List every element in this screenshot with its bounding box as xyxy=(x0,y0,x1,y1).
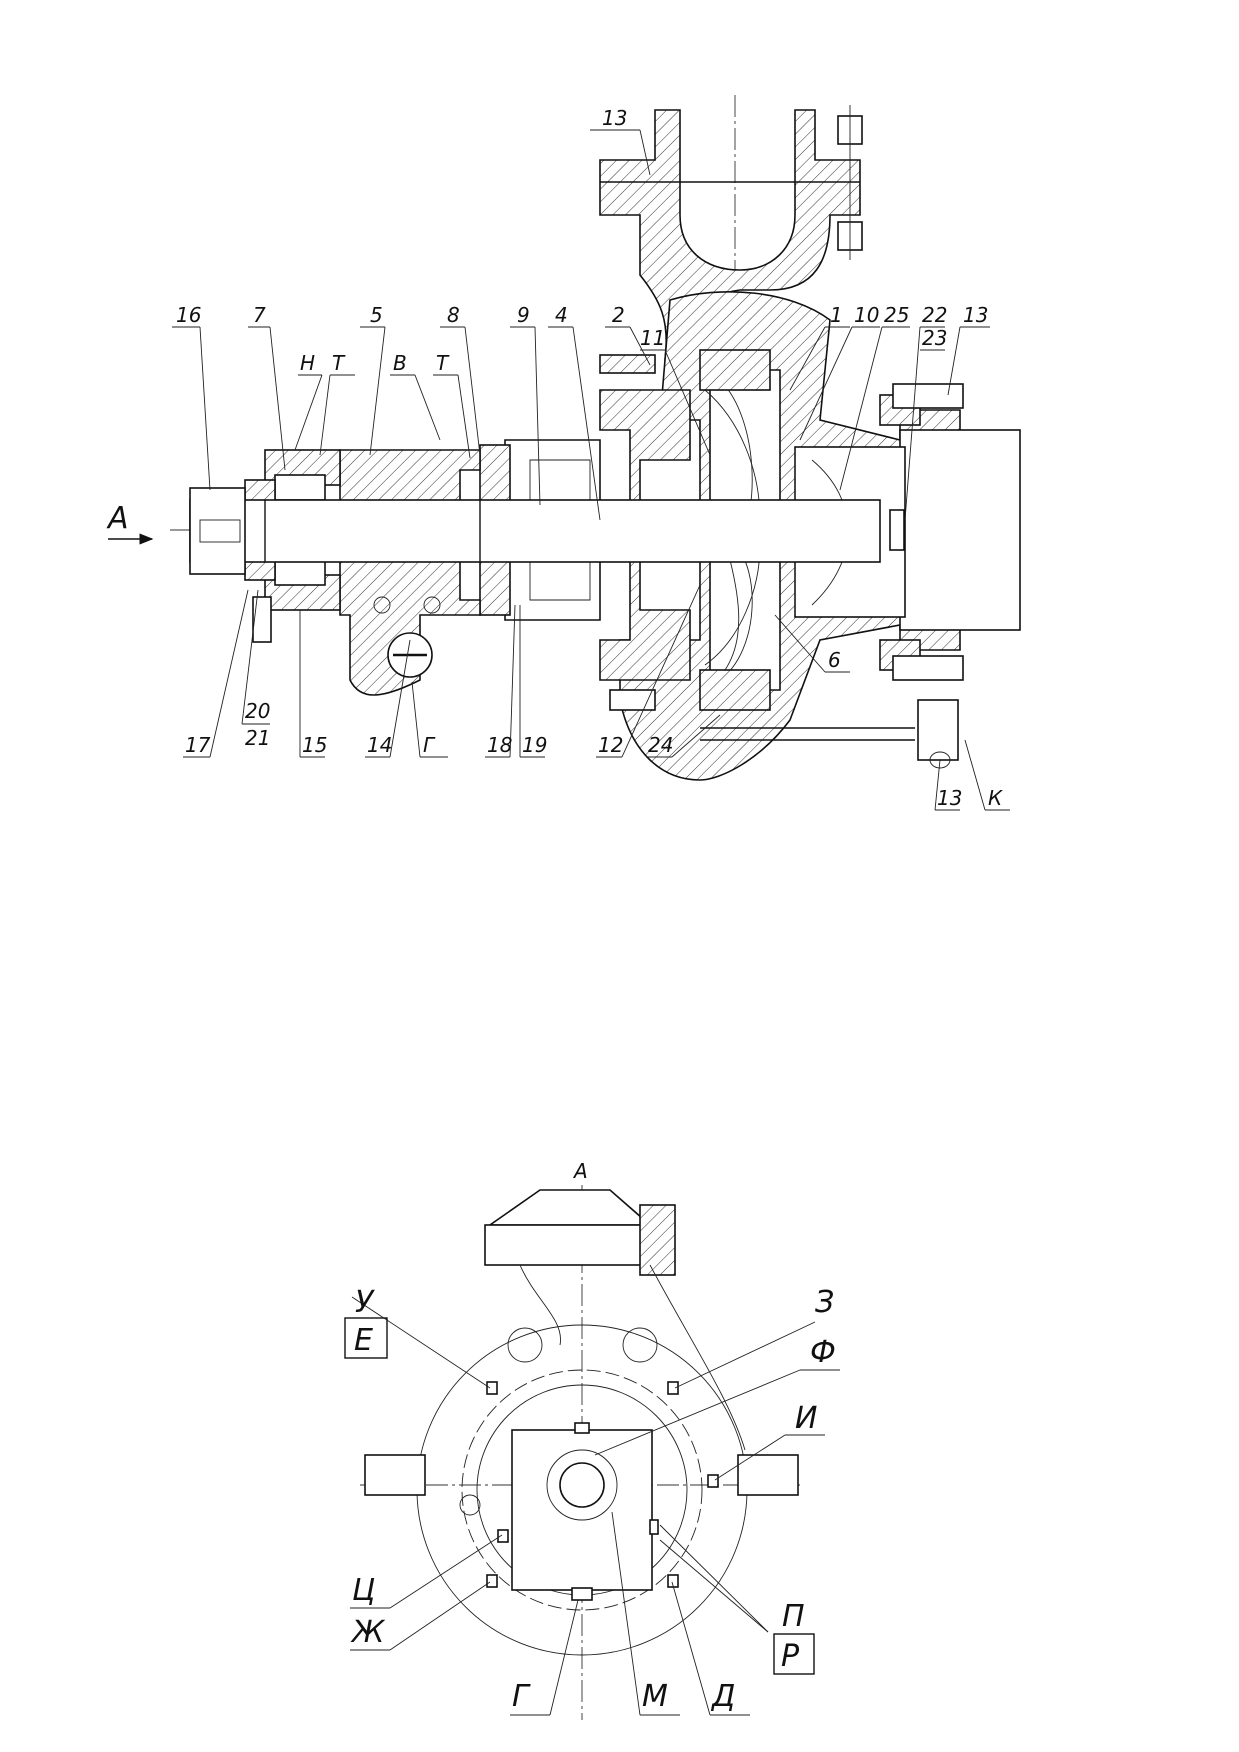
view-a-title: А xyxy=(572,1159,588,1183)
pos-7: 7 xyxy=(253,303,266,327)
pos-21: 21 xyxy=(245,726,270,750)
pos-6: 6 xyxy=(828,648,841,672)
letter-E: Е xyxy=(354,1323,373,1358)
bottom-bolt xyxy=(609,689,656,711)
pos-1: 1 xyxy=(830,303,843,327)
pos-10: 10 xyxy=(854,303,879,327)
pos-15: 15 xyxy=(302,733,327,757)
drain-valve xyxy=(700,699,959,769)
view-arrow-label: А xyxy=(106,501,129,536)
pos-23: 23 xyxy=(922,326,947,350)
pos-19: 19 xyxy=(522,733,547,757)
pos-20: 20 xyxy=(245,699,270,723)
letter-Ts: Ц xyxy=(352,1573,375,1608)
letter-Z: З xyxy=(815,1285,834,1320)
bearing-housing-square xyxy=(511,1422,653,1601)
letter-K: К xyxy=(988,786,1003,810)
pos-5: 5 xyxy=(370,303,383,327)
pos-13-right: 13 xyxy=(963,303,988,327)
pos-8: 8 xyxy=(447,303,460,327)
letter-R: Р xyxy=(781,1639,800,1674)
letter-V: В xyxy=(393,351,407,375)
pos-2: 2 xyxy=(612,303,625,327)
pos-14: 14 xyxy=(367,733,392,757)
letter-Zh: Ж xyxy=(350,1615,386,1650)
top-bolt xyxy=(599,354,656,374)
section-view: А 16 7 5 8 9 4 2 11 1 10 25 xyxy=(106,95,1021,811)
view-arrow: А xyxy=(106,501,154,545)
right-lug xyxy=(737,1454,799,1496)
section-letters: Н Т В Т Г К xyxy=(294,351,1010,811)
letter-T-right: Т xyxy=(436,351,450,375)
letter-U: У xyxy=(355,1285,375,1320)
letter-T-left: Т xyxy=(332,351,346,375)
pos-9: 9 xyxy=(517,303,530,327)
discharge-nozzle xyxy=(599,105,863,361)
left-lug xyxy=(364,1454,426,1496)
pos-13-top: 13 xyxy=(602,106,627,130)
letter-F: Ф xyxy=(810,1335,836,1370)
bolt-circle xyxy=(461,1369,703,1611)
bottom-callouts: 17 20 21 15 14 18 19 12 24 6 13 xyxy=(183,584,962,811)
letter-P: П xyxy=(782,1599,805,1634)
letter-I: И xyxy=(795,1401,817,1436)
letter-G-section: Г xyxy=(423,733,436,757)
pos-25: 25 xyxy=(884,303,909,327)
pos-16: 16 xyxy=(176,303,201,327)
letter-M: М xyxy=(642,1679,668,1714)
shaft xyxy=(189,487,881,575)
view-a-discharge xyxy=(484,1189,746,1451)
pos-11: 11 xyxy=(640,326,665,350)
view-a-letters: У Е З Ф И Ц Ж П Р Г М Д xyxy=(344,1285,840,1716)
pos-17: 17 xyxy=(185,733,211,757)
letter-N: Н xyxy=(300,351,315,375)
pos-24: 24 xyxy=(648,733,673,757)
pos-18: 18 xyxy=(487,733,512,757)
letter-G-viewA: Г xyxy=(512,1679,531,1714)
pos-22: 22 xyxy=(922,303,947,327)
letter-D: Д xyxy=(710,1679,735,1714)
pos-12: 12 xyxy=(598,733,623,757)
pos-4: 4 xyxy=(555,303,568,327)
view-a: А xyxy=(344,1159,840,1720)
top-callouts: 16 7 5 8 9 4 2 11 1 10 25 22 23 xyxy=(172,106,990,521)
pos-13-bottom: 13 xyxy=(937,786,962,810)
